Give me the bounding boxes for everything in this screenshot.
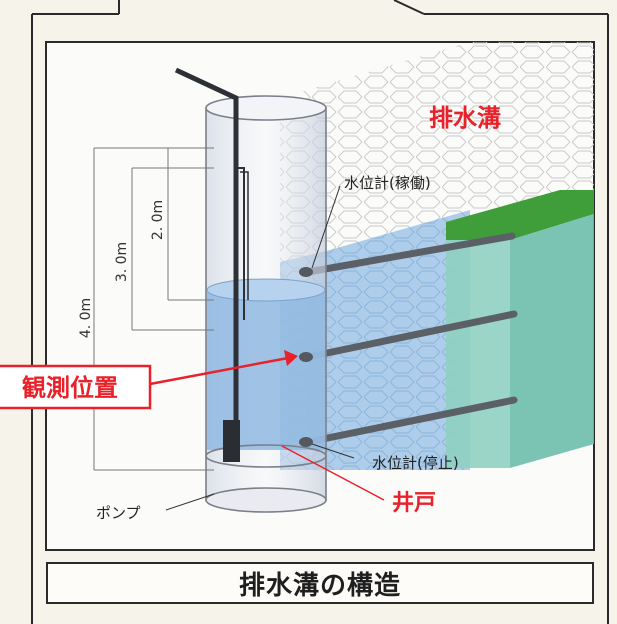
dimension-lines xyxy=(93,147,214,471)
observation-arrowhead xyxy=(284,350,298,366)
well-bottom-ellipse xyxy=(205,487,327,513)
teal-block-front xyxy=(446,240,510,468)
caption-box: 排水溝の構造 xyxy=(46,562,594,604)
gauge-running-label: 水位計(稼働) xyxy=(344,174,431,192)
green-lid xyxy=(446,190,594,240)
observation-position-label: 観測位置 xyxy=(22,374,118,402)
observation-callout-box xyxy=(0,364,152,410)
gauge-holes xyxy=(299,267,313,447)
teal-block-side xyxy=(510,214,594,468)
well-water-surface xyxy=(206,278,326,302)
depth-3m-label: 3. 0m xyxy=(114,242,130,282)
observation-arrow xyxy=(149,356,289,386)
well-top-ellipse xyxy=(205,95,327,121)
well-label: 井戸 xyxy=(392,491,436,516)
drainage-trench-label: 排水溝 xyxy=(429,104,501,132)
drain-pipes xyxy=(304,232,518,446)
gauge-stopped-label: 水位計(停止) xyxy=(372,454,459,472)
depth-2m-label: 2. 0m xyxy=(150,200,166,240)
top-frame-lines xyxy=(31,0,609,624)
pump-assembly xyxy=(174,67,249,462)
diagram-caption: 排水溝の構造 xyxy=(238,570,401,601)
leader-lines xyxy=(165,185,355,511)
red-leaders xyxy=(281,445,385,501)
pump-label: ポンプ xyxy=(96,504,141,522)
depth-4m-label: 4. 0m xyxy=(78,298,94,338)
well-bottom-ring xyxy=(205,444,327,468)
